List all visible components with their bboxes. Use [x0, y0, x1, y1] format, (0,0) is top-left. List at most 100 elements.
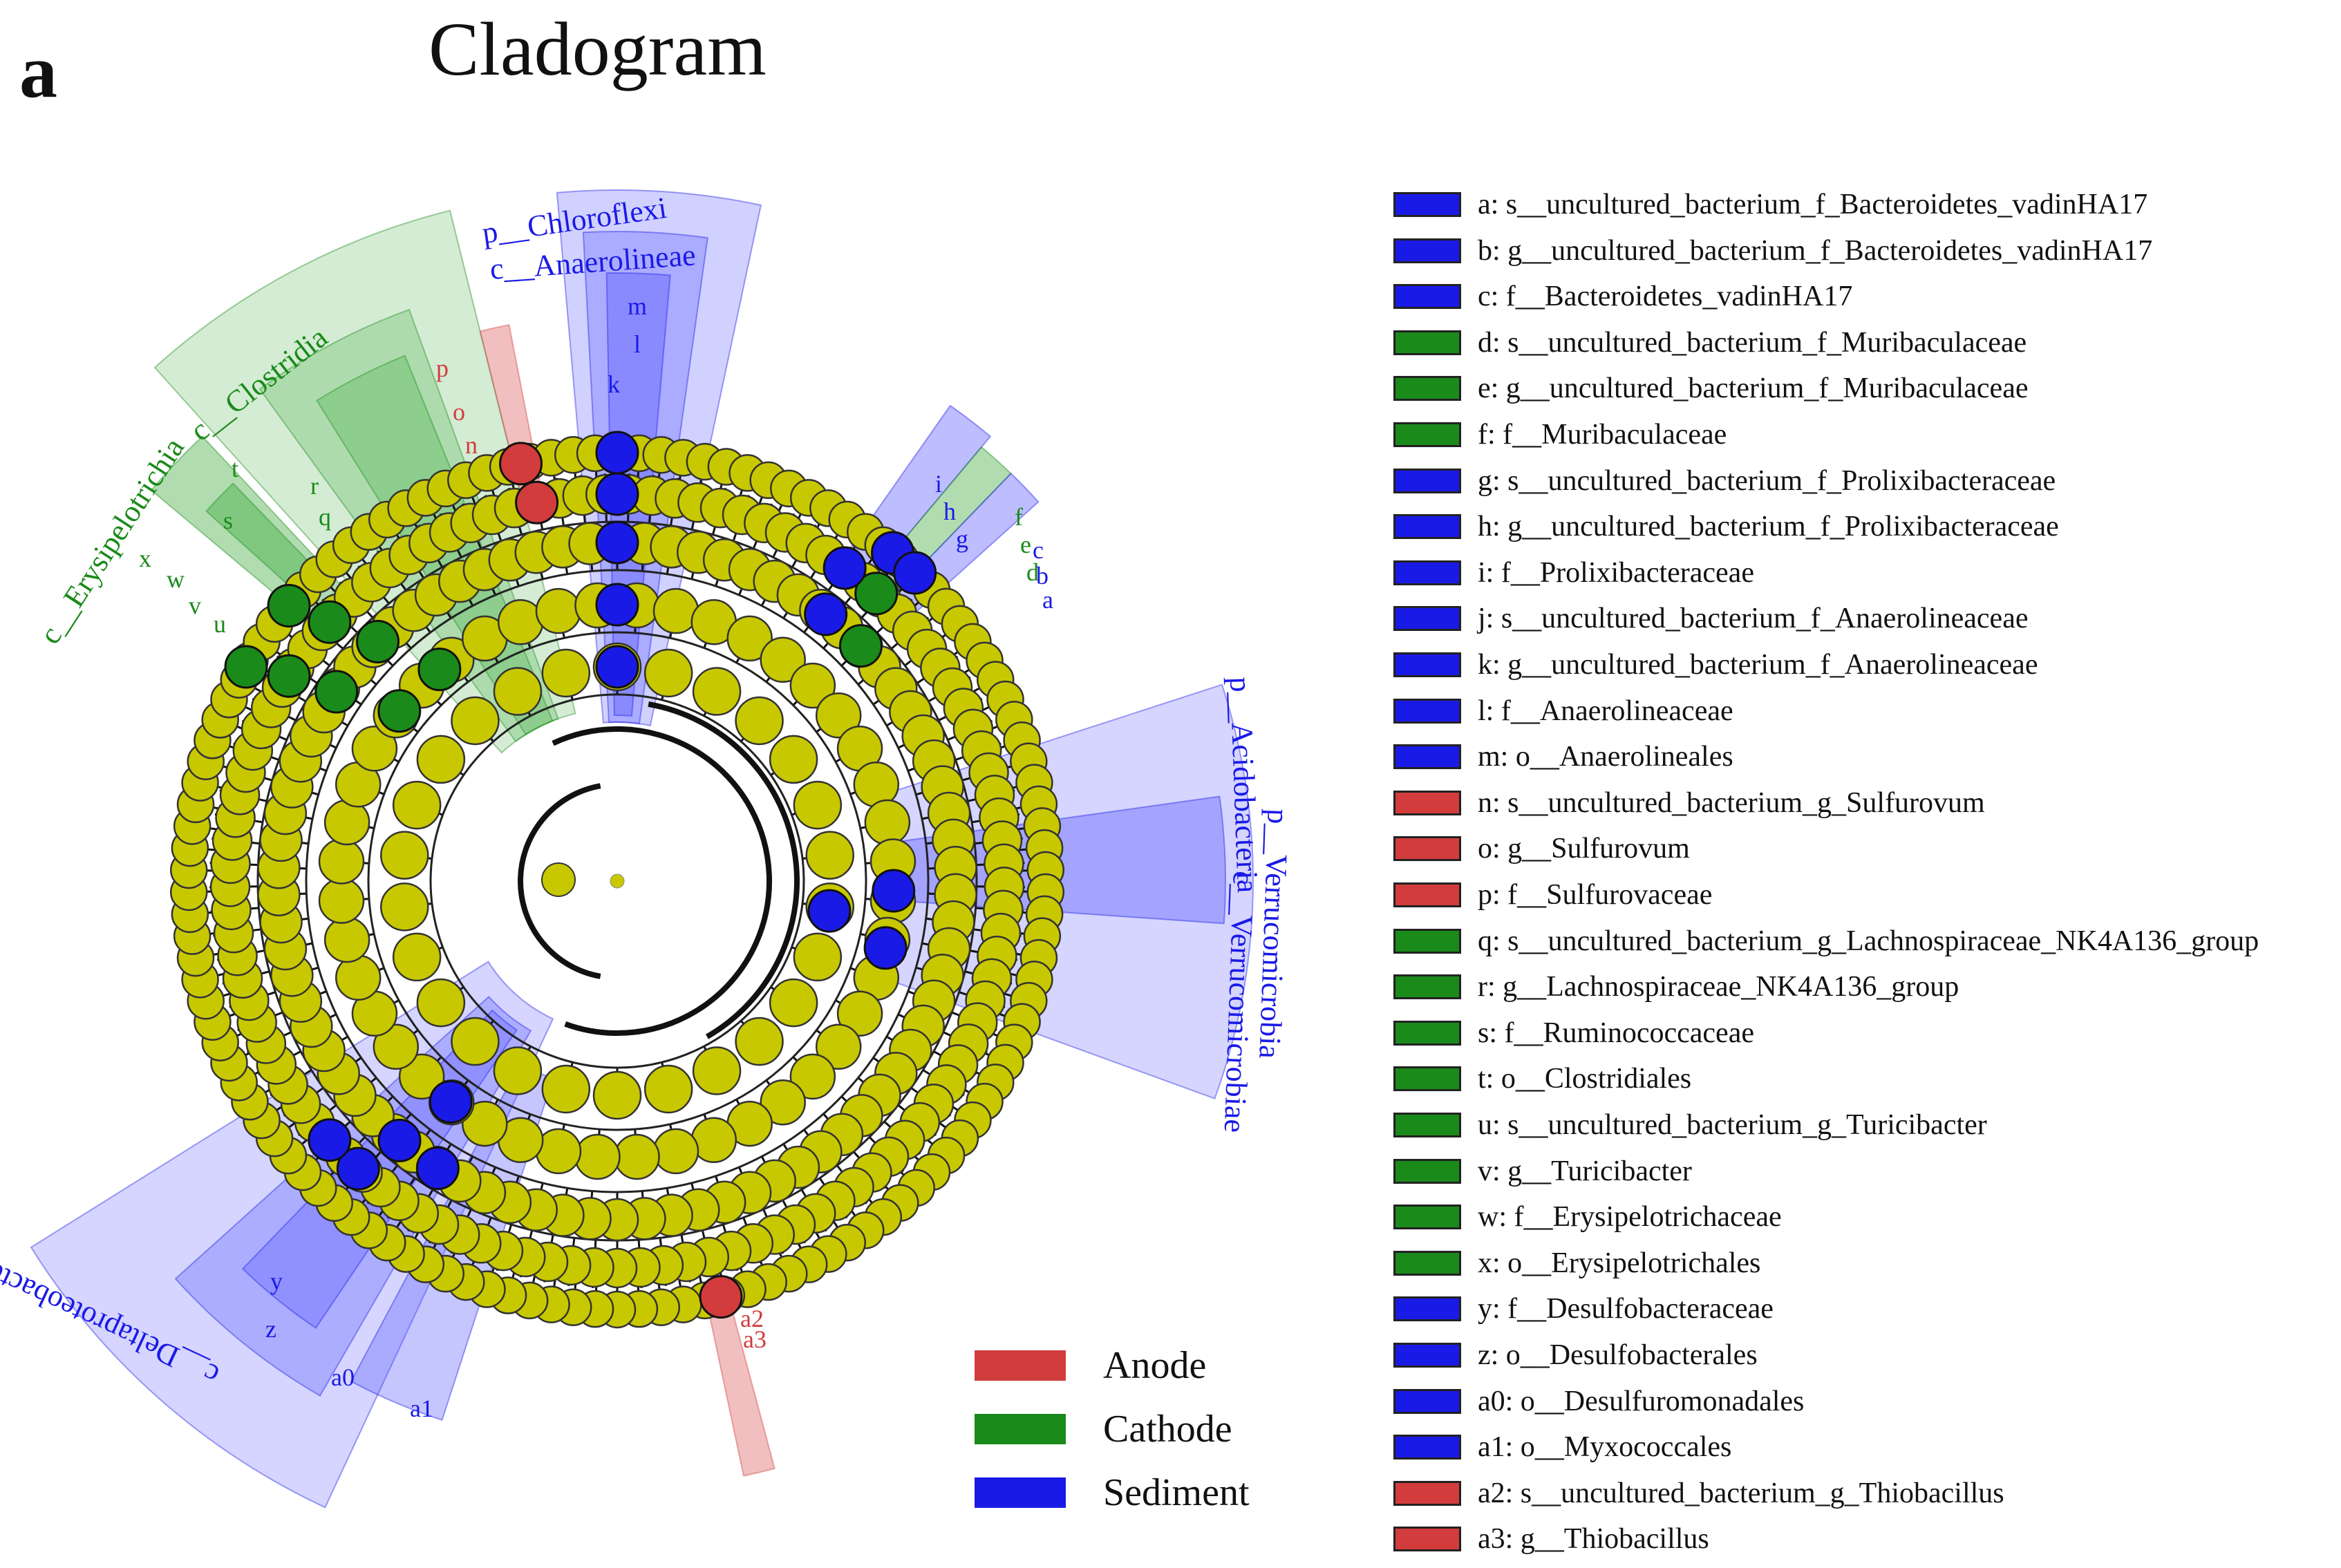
tree-node: [541, 1064, 591, 1114]
tree-node: [416, 978, 466, 1028]
highlighted-node: [267, 654, 311, 698]
legend-swatch: [1393, 1296, 1461, 1322]
legend-label: x: o__Erysipelotrichales: [1478, 1247, 1761, 1279]
legend-item: t: o__Clostridiales: [1393, 1058, 1691, 1099]
legend-item: u: s__uncultured_bacterium_g_Turicibacte…: [1393, 1104, 1987, 1146]
legend-item: o: g__Sulfurovum: [1393, 828, 1690, 869]
legend-swatch: [1393, 1158, 1461, 1184]
highlighted-node: [822, 546, 867, 590]
legend-swatch: [1393, 1343, 1461, 1368]
tree-node: [735, 1017, 784, 1066]
tree-node: [493, 667, 543, 716]
tree-node: [592, 1070, 642, 1120]
legend-label: r: g__Lachnospiraceae_NK4A136_group: [1478, 971, 1959, 1003]
tree-node: [793, 780, 843, 830]
legend-swatch: [1393, 606, 1461, 632]
highlighted-node: [595, 472, 639, 516]
tree-node: [726, 615, 773, 662]
arc-letter: r: [310, 472, 319, 500]
highlighted-node: [308, 600, 352, 644]
legend-item: b: g__uncultured_bacterium_f_Bacteroidet…: [1393, 230, 2152, 272]
legend-item: h: g__uncultured_bacterium_f_Prolixibact…: [1393, 506, 2059, 547]
highlighted-node: [515, 480, 559, 525]
arc-letter: d: [1026, 558, 1039, 586]
arc-letter: n: [465, 431, 478, 459]
tree-node: [789, 1053, 836, 1100]
tree-node: [692, 1046, 742, 1095]
legend-label: h: g__uncultured_bacterium_f_Prolixibact…: [1478, 511, 2059, 543]
legend-swatch: [1393, 514, 1461, 540]
tree-node: [574, 1133, 621, 1180]
legend-swatch: [1393, 560, 1461, 585]
legend-item: w: f__Erysipelotrichaceae: [1393, 1196, 1782, 1238]
group-legend-item: Sediment: [975, 1461, 1250, 1524]
tree-node: [541, 648, 591, 698]
legend-item: p: f__Sulfurovaceae: [1393, 874, 1712, 916]
tree-node: [769, 735, 818, 784]
tree-node: [451, 696, 500, 746]
tree-node: [735, 696, 784, 746]
legend-label: t: o__Clostridiales: [1478, 1063, 1692, 1095]
legend-label: m: o__Anaerolineales: [1478, 741, 1733, 773]
arc-letter: b: [1036, 562, 1049, 589]
tree-node: [760, 1079, 806, 1126]
legend-label: c: f__Bacteroidetes_vadinHA17: [1478, 281, 1853, 313]
legend-swatch: [1393, 192, 1461, 217]
arc-letter: o: [453, 398, 465, 426]
group-label: Sediment: [1103, 1471, 1250, 1514]
panel-letter: a: [19, 29, 57, 113]
legend-swatch: [1393, 1527, 1461, 1552]
tree-node: [493, 1046, 543, 1095]
legend-item: z: o__Desulfobacterales: [1393, 1334, 1758, 1376]
arc-letter: s: [223, 507, 233, 534]
arc-letter: a2: [740, 1305, 764, 1332]
legend-item: g: s__uncultured_bacterium_f_Prolixibact…: [1393, 460, 2056, 502]
highlighted-node: [595, 583, 639, 627]
arc-letter: l: [634, 330, 641, 358]
highlighted-node: [429, 1079, 473, 1124]
legend-swatch: [1393, 652, 1461, 677]
legend-swatch: [1393, 1020, 1461, 1046]
legend-item: a0: o__Desulfuromonadales: [1393, 1381, 1804, 1422]
group-legend-item: Anode: [975, 1334, 1250, 1397]
tree-nodes: [169, 431, 1065, 1329]
highlighted-node: [838, 624, 883, 668]
tree-node: [692, 667, 742, 716]
arc-letter: a3: [743, 1325, 767, 1353]
legend-swatch: [1393, 422, 1461, 447]
legend-item: i: f__Prolixibacteraceae: [1393, 552, 1754, 594]
tree-ring: [429, 693, 805, 1069]
highlighted-node: [377, 689, 422, 733]
arc-letter: t: [232, 455, 238, 482]
legend-item: a3: g__Thiobacillus: [1393, 1518, 1709, 1560]
tree-node: [373, 1023, 420, 1070]
arc-letter: v: [189, 592, 201, 619]
legend-label: a2: s__uncultured_bacterium_g_Thiobacill…: [1478, 1477, 2004, 1509]
highlighted-node: [267, 583, 311, 627]
highlighted-node: [595, 645, 639, 689]
highlighted-node: [356, 620, 400, 664]
legend-swatch: [1393, 1113, 1461, 1137]
legend-item: s: f__Ruminococcaceae: [1393, 1012, 1754, 1054]
tree-node: [398, 1053, 445, 1100]
legend-label: n: s__uncultured_bacterium_g_Sulfurovum: [1478, 786, 1985, 819]
tree-node: [789, 662, 836, 709]
group-swatch: [975, 1414, 1066, 1444]
arc-letter: p: [436, 355, 449, 382]
tree-node: [462, 1100, 508, 1147]
tree-ring: [367, 631, 867, 1131]
legend-label: u: s__uncultured_bacterium_g_Turicibacte…: [1478, 1109, 1987, 1141]
legend-label: b: g__uncultured_bacterium_f_Bacteroidet…: [1478, 234, 2153, 267]
arc-letter: e: [1020, 531, 1031, 558]
tree-arc: [518, 783, 601, 979]
group-label: Anode: [1103, 1344, 1207, 1387]
legend-item: x: o__Erysipelotrichales: [1393, 1243, 1760, 1284]
tree-node: [805, 831, 854, 880]
tree-node: [535, 587, 582, 634]
legend-label: q: s__uncultured_bacterium_g_Lachnospira…: [1478, 925, 2259, 957]
legend-label: y: f__Desulfobacteraceae: [1478, 1293, 1774, 1325]
legend-label: f: f__Muribaculaceae: [1478, 419, 1727, 451]
legend-swatch: [1393, 836, 1461, 862]
legend-label: w: f__Erysipelotrichaceae: [1478, 1201, 1782, 1234]
